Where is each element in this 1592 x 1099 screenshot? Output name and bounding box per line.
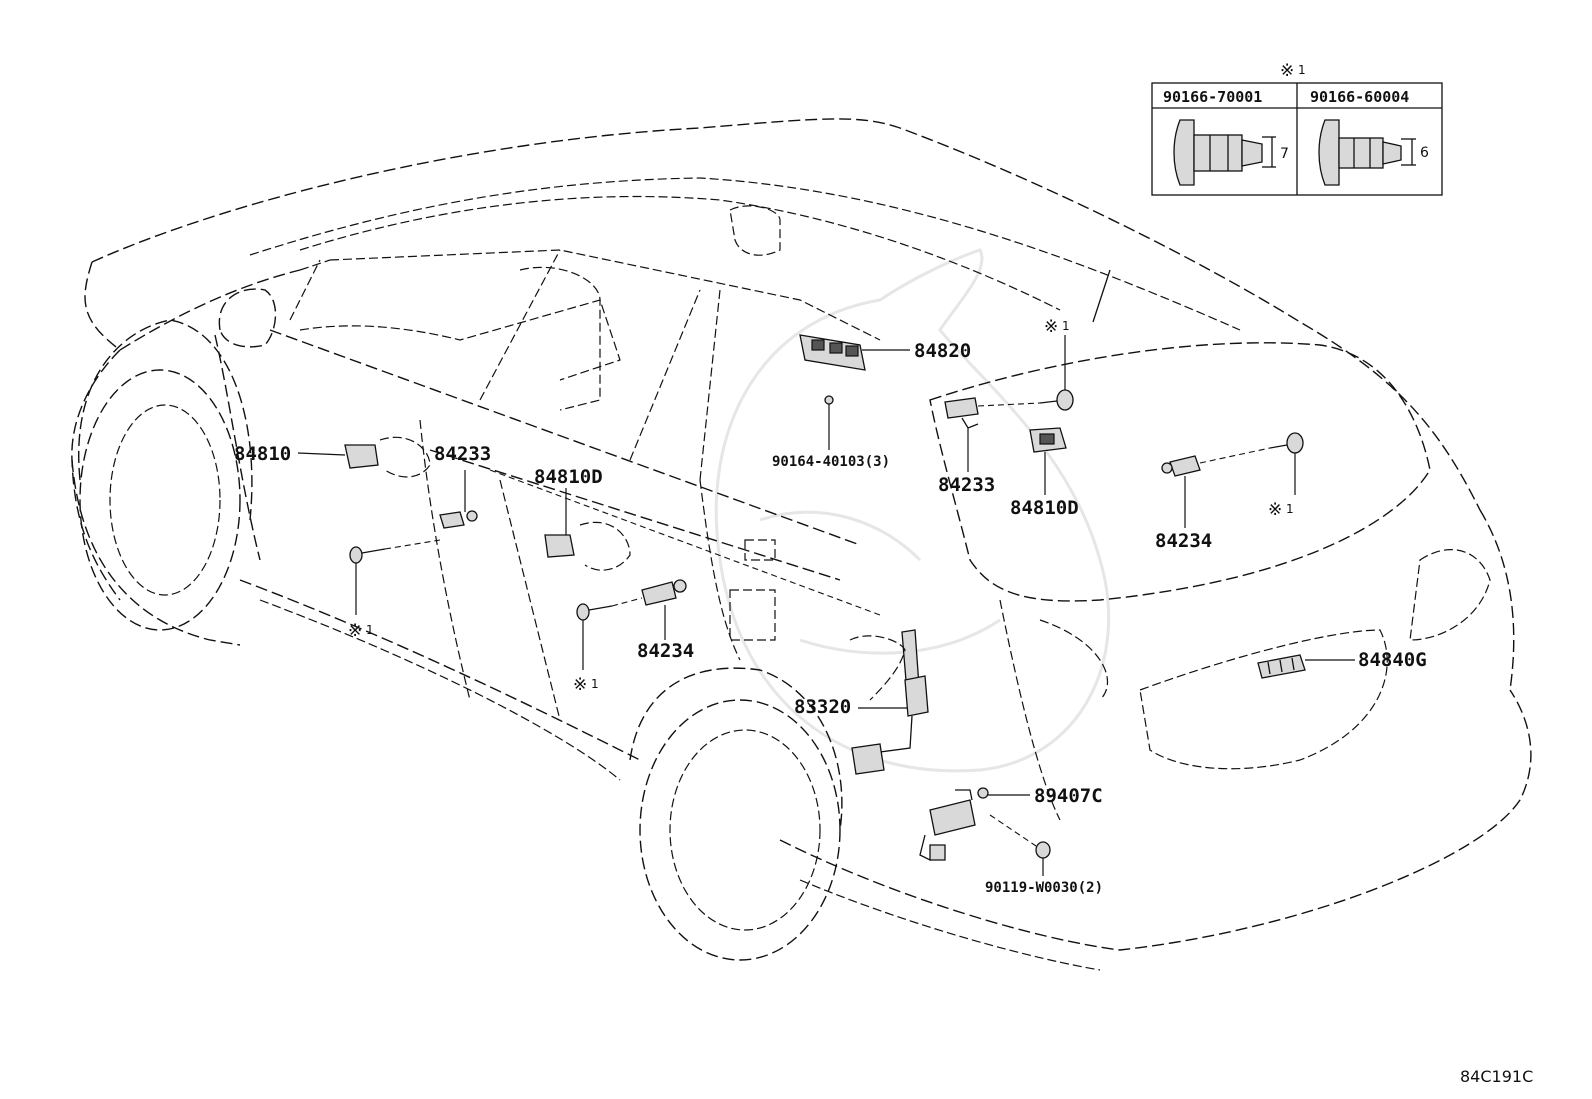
svg-text:※: ※: [1268, 500, 1282, 520]
screw-rear-door: [576, 603, 613, 621]
part-84810: [344, 436, 431, 478]
antenna: [1092, 269, 1111, 323]
dimension-70001: 7: [1280, 146, 1289, 162]
dimension-60004: 6: [1420, 145, 1429, 161]
screw-back-door: [1269, 432, 1304, 454]
bolt-illustration-70001: 7: [1173, 119, 1289, 186]
diagram-code: 84C191C: [1460, 1067, 1533, 1086]
part-84810D-rear: [1029, 427, 1067, 453]
part-84233-rear: [944, 397, 979, 429]
svg-text:1: 1: [1062, 319, 1070, 333]
callout-labels: 84820 90164-40103(3) 84810 84233 84810D …: [234, 317, 1427, 896]
callout-84234-rear-door: 84234: [637, 640, 694, 662]
callout-84233-front: 84233: [434, 443, 491, 465]
bolt-illustration-60004: 6: [1318, 119, 1429, 186]
callout-90119-W0030: 90119-W0030(2): [985, 880, 1103, 896]
callout-84810D-rear: 84810D: [1010, 497, 1079, 519]
callout-84820: 84820: [914, 340, 971, 362]
note-mark-front-door: ※ 1: [348, 621, 374, 641]
parts: [344, 269, 1306, 861]
screw-top: [1039, 389, 1074, 411]
svg-text:※: ※: [348, 621, 362, 641]
part-84810D-rear-door: [544, 521, 631, 571]
part-84234-rear-door: [641, 579, 687, 606]
note-mark-top: ※ 1: [1044, 317, 1070, 337]
vehicle-body-outline: [71, 118, 1532, 971]
part-89407C: [919, 787, 989, 861]
part-84234-back-door: [1161, 455, 1201, 477]
note-mark-rear-door: ※ 1: [573, 675, 599, 695]
callout-90164-40103: 90164-40103(3): [772, 454, 890, 470]
callout-84233-rear: 84233: [938, 474, 995, 496]
callout-84810D-rear-door: 84810D: [534, 466, 603, 488]
callout-89407C: 89407C: [1034, 785, 1103, 807]
svg-text:1: 1: [1286, 502, 1294, 516]
table-note-num: 1: [1298, 63, 1306, 77]
part-84233-front: [439, 510, 478, 529]
reference-table: ※ 1 90166-70001 90166-60004 7: [1151, 61, 1443, 196]
part-90119-bolt: [989, 814, 1051, 859]
table-note-mark: ※: [1280, 61, 1294, 81]
screw-front: [349, 546, 386, 564]
part-84820: [799, 334, 866, 371]
callout-84840G: 84840G: [1358, 649, 1427, 671]
svg-text:※: ※: [573, 675, 587, 695]
svg-text:※: ※: [1044, 317, 1058, 337]
svg-text:1: 1: [366, 623, 374, 637]
callout-84234-back-door: 84234: [1155, 530, 1212, 552]
part-83320: [849, 629, 929, 775]
part-84840G: [1257, 654, 1306, 679]
svg-text:1: 1: [591, 677, 599, 691]
callout-84810: 84810: [234, 443, 291, 465]
part-90164-clip: [824, 395, 834, 405]
watermark-emblem: [714, 248, 1110, 773]
table-col-1-header: 90166-70001: [1163, 88, 1262, 106]
note-mark-back-door: ※ 1: [1268, 500, 1294, 520]
callout-83320: 83320: [794, 696, 851, 718]
leader-lines: [297, 335, 1355, 876]
table-col-2-header: 90166-60004: [1310, 88, 1409, 106]
